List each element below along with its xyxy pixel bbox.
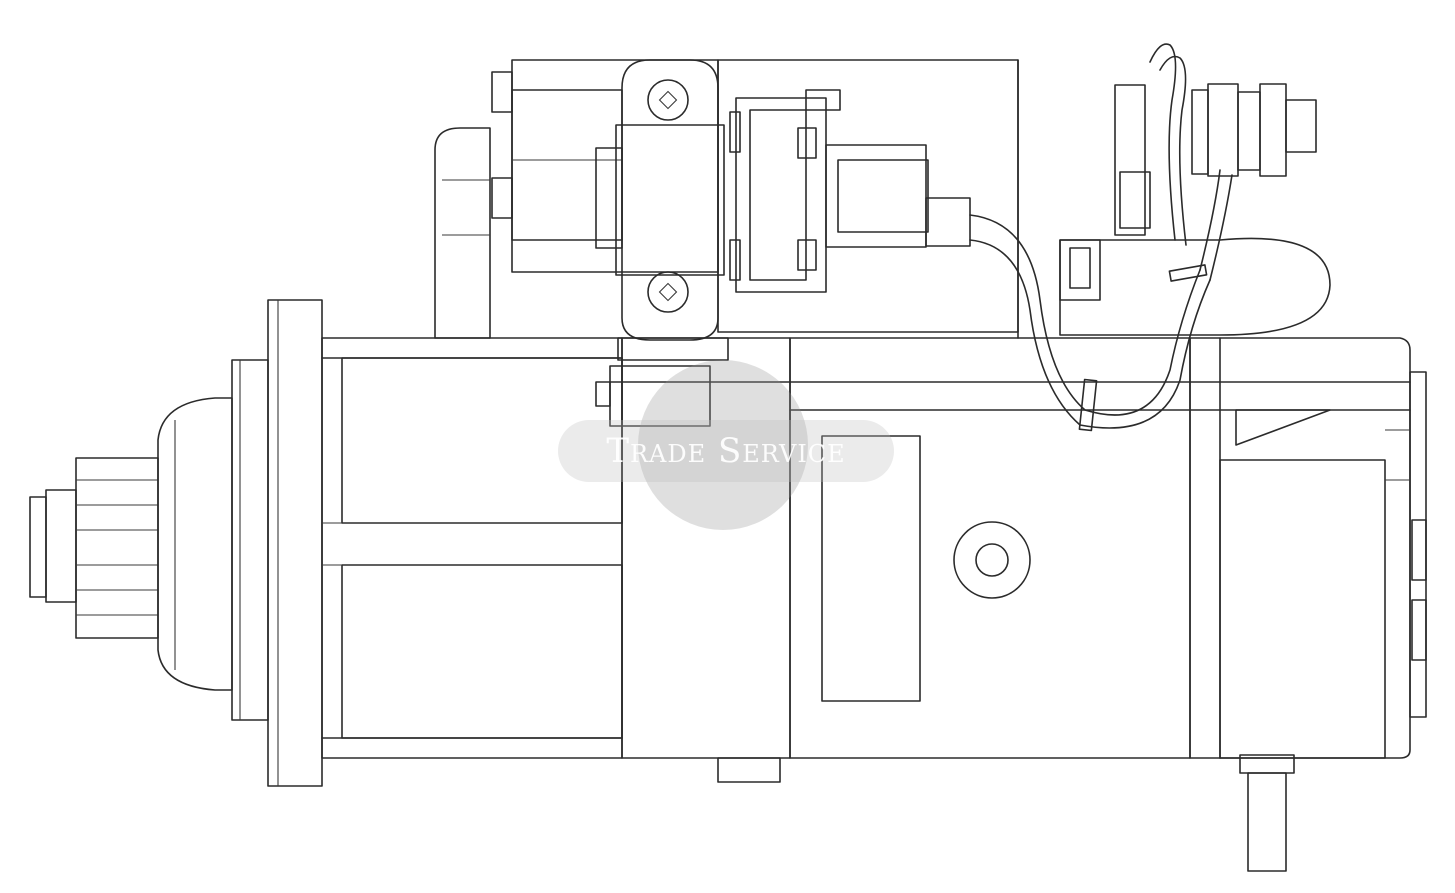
wire-harness [969,43,1233,432]
terminal-cap [1059,83,1331,336]
mounting-flange [267,299,323,787]
motor-housing [321,337,1427,759]
drive-housing-nose [157,359,269,721]
solenoid [434,59,1019,427]
housing-feet [717,754,1295,872]
connector-plug [729,89,971,293]
pinion-gear [29,457,159,639]
